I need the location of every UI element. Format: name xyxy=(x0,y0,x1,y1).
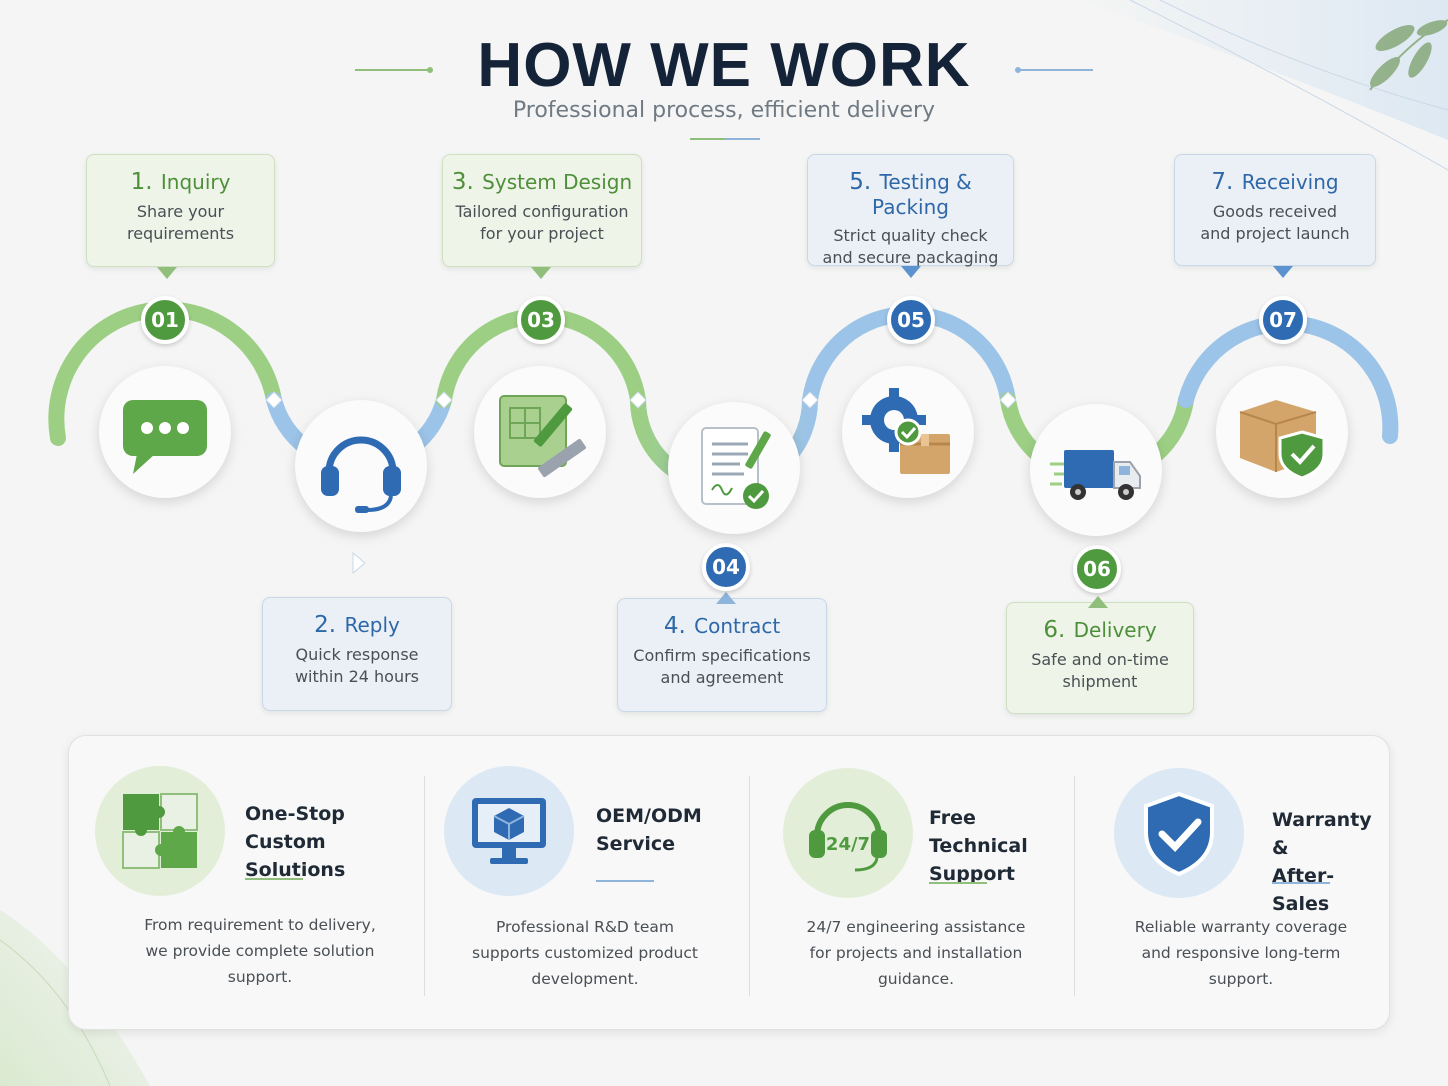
step-title: 7. Receiving xyxy=(1211,169,1339,195)
step-pointer xyxy=(901,266,921,278)
step-card-1: 1. Inquiry Share your requirements xyxy=(86,154,275,267)
step-description: Confirm specifications and agreement xyxy=(633,646,811,687)
headset-24-7-icon: 24/7 xyxy=(809,802,887,872)
feature-title: OEM/ODM Service xyxy=(596,805,702,855)
feature-divider-rule xyxy=(929,882,987,884)
page-title: HOW WE WORK xyxy=(477,31,971,100)
feature-icon-circle xyxy=(444,766,574,896)
feature-technical-support: 24/7 Free Technical Support 24/7 enginee… xyxy=(749,736,1074,1031)
blueprint-pencil-icon xyxy=(499,395,586,478)
step-icon-circle-4 xyxy=(668,402,800,534)
shield-check-icon xyxy=(1144,791,1214,877)
step-icon-circle-1 xyxy=(99,366,231,498)
box-shield-icon xyxy=(1239,400,1326,480)
step-pointer xyxy=(716,592,736,604)
svg-text:24/7: 24/7 xyxy=(826,834,870,855)
feature-title: Free Technical Support xyxy=(929,807,1028,885)
step-description: Tailored configuration for your project xyxy=(455,202,629,243)
title-decoration-right-dot xyxy=(1015,67,1021,73)
step-icon-circle-3 xyxy=(474,366,606,498)
feature-icon-circle: 24/7 xyxy=(783,768,913,898)
step-badge-07: 07 xyxy=(1259,296,1307,344)
chat-bubble-icon xyxy=(123,400,207,474)
gear-box-check-icon xyxy=(862,388,950,474)
step-card-7: 7. Receiving Goods received and project … xyxy=(1174,154,1376,266)
step-icon-circle-7 xyxy=(1216,366,1348,498)
feature-warranty: Warranty & After-Sales Reliable warranty… xyxy=(1074,736,1391,1031)
step-description: Quick response within 24 hours xyxy=(294,645,420,686)
subtitle-underline-blue xyxy=(725,138,760,140)
step-description: Share your requirements xyxy=(126,202,235,243)
step-card-4: 4. Contract Confirm specifications and a… xyxy=(617,598,827,712)
step-badge-05: 05 xyxy=(887,296,935,344)
signed-document-icon xyxy=(701,427,771,509)
feature-divider xyxy=(424,776,425,996)
feature-divider-rule xyxy=(245,878,303,880)
step-description: Safe and on-time shipment xyxy=(1031,650,1169,691)
features-panel: One-Stop Custom Solutions From requireme… xyxy=(68,735,1390,1030)
step-badge-06: 06 xyxy=(1073,545,1121,593)
feature-icon-circle xyxy=(1114,768,1244,898)
feature-title: Warranty & After-Sales xyxy=(1272,809,1372,915)
step-pointer xyxy=(1273,266,1293,278)
feature-description: 24/7 engineering assistance for projects… xyxy=(806,918,1026,988)
step-icon-circle-2 xyxy=(295,400,427,532)
feature-description: Professional R&D team supports customize… xyxy=(472,918,698,988)
feature-oem-odm: OEM/ODM Service Professional R&D team su… xyxy=(424,736,749,1031)
step-title: 3. System Design xyxy=(451,169,633,195)
step-description: Strict quality check and secure packagin… xyxy=(822,226,999,267)
feature-description: From requirement to delivery, we provide… xyxy=(144,916,376,986)
feature-divider xyxy=(1074,776,1075,996)
title-decoration-right xyxy=(1018,69,1093,71)
subtitle-underline xyxy=(690,138,725,140)
step-card-2: 2. Reply Quick response within 24 hours xyxy=(262,597,452,711)
headset-icon xyxy=(321,436,401,513)
feature-description: Reliable warranty coverage and responsiv… xyxy=(1134,918,1348,988)
page-subtitle: Professional process, efficient delivery xyxy=(512,98,936,123)
feature-divider-rule xyxy=(596,880,654,882)
puzzle-icon xyxy=(122,793,198,869)
step-card-5: 5. Testing & Packing Strict quality chec… xyxy=(807,154,1014,267)
step-title: 1. Inquiry xyxy=(130,169,231,195)
feature-divider xyxy=(749,776,750,996)
step-badge-01: 01 xyxy=(141,296,189,344)
feature-one-stop: One-Stop Custom Solutions From requireme… xyxy=(69,736,424,1031)
step-badge-03: 03 xyxy=(517,296,565,344)
feature-icon-circle xyxy=(95,766,225,896)
step-badge-04: 04 xyxy=(702,543,750,591)
step-icon-circle-6 xyxy=(1030,404,1162,536)
step-card-3: 3. System Design Tailored configuration … xyxy=(442,154,642,267)
step-title: 5. Testing & Packing xyxy=(849,169,972,219)
feature-title: One-Stop Custom Solutions xyxy=(245,803,346,881)
step-title: 4. Contract xyxy=(663,613,781,639)
step-pointer xyxy=(1088,596,1108,608)
step-description: Goods received and project launch xyxy=(1200,202,1350,243)
step-icon-circle-5 xyxy=(842,366,974,498)
step-card-6: 6. Delivery Safe and on-time shipment xyxy=(1006,602,1194,714)
delivery-truck-icon xyxy=(1050,450,1141,500)
step-pointer xyxy=(531,267,551,279)
step-title: 6. Delivery xyxy=(1043,617,1157,643)
feature-divider-rule xyxy=(1272,882,1330,884)
monitor-cube-icon xyxy=(472,798,546,864)
step-title: 2. Reply xyxy=(314,612,400,638)
step-pointer xyxy=(157,267,177,279)
title-decoration-left-dot xyxy=(427,67,433,73)
title-decoration-left xyxy=(355,69,430,71)
